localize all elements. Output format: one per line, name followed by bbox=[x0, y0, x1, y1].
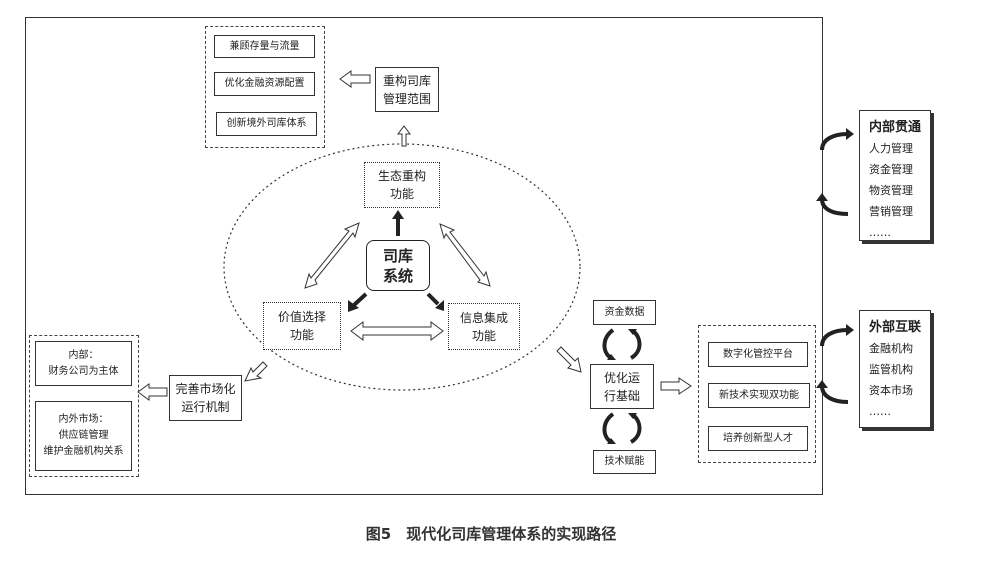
double-arrow-right-diagonal bbox=[439, 223, 491, 287]
market-internal-box: 内部： 财务公司为主体 bbox=[35, 341, 132, 386]
internal-panel-item: 人力管理 bbox=[869, 142, 913, 155]
market-box: 完善市场化 运行机制 bbox=[169, 375, 242, 421]
restructure-items-group bbox=[205, 26, 325, 148]
function-info-line1: 信息集成 bbox=[459, 310, 508, 325]
foundation-center-box: 优化运 行基础 bbox=[590, 364, 654, 409]
foundation-item-1: 数字化管控平台 bbox=[708, 342, 808, 367]
internal-panel-item: 物资管理 bbox=[869, 184, 913, 197]
function-value-line2: 功能 bbox=[289, 328, 314, 342]
hollow-arrow-market-left bbox=[137, 383, 168, 401]
core-system-box: 司库 系统 bbox=[366, 240, 430, 291]
cycle-arrows-bottom bbox=[602, 412, 642, 444]
foundation-center-line1: 优化运 bbox=[603, 370, 640, 385]
market-internal-line1: 内部： bbox=[68, 349, 99, 361]
foundation-center-line2: 行基础 bbox=[603, 388, 640, 403]
function-eco-line2: 功能 bbox=[389, 187, 414, 201]
system-ellipse bbox=[223, 143, 581, 391]
external-panel-item: 资本市场 bbox=[869, 384, 913, 397]
internal-panel-item: 营销管理 bbox=[869, 205, 913, 218]
external-panel: 外部互联 金融机构 监管机构 资本市场 …… bbox=[859, 310, 931, 428]
function-info-box: 信息集成 功能 bbox=[448, 303, 520, 350]
hollow-arrow-up bbox=[397, 125, 411, 147]
hollow-arrow-foundation-right bbox=[660, 377, 692, 395]
function-eco-line1: 生态重构 bbox=[377, 169, 426, 183]
restructure-box-line2: 管理范围 bbox=[382, 91, 431, 106]
external-panel-item: …… bbox=[869, 405, 891, 418]
restructure-item-2: 优化金融资源配置 bbox=[214, 72, 315, 96]
double-arrow-horizontal bbox=[350, 321, 444, 341]
solid-arrow-up bbox=[392, 210, 404, 236]
double-arrow-left-diagonal bbox=[304, 222, 360, 289]
market-external-line2: 供应链管理 bbox=[58, 430, 109, 441]
restructure-box: 重构司库 管理范围 bbox=[375, 67, 439, 112]
figure-caption: 图5 现代化司库管理体系的实现路径 bbox=[365, 525, 617, 543]
market-internal-line2: 财务公司为主体 bbox=[48, 365, 119, 377]
external-panel-item: 监管机构 bbox=[869, 363, 913, 376]
cycle-arrows-external bbox=[820, 328, 849, 404]
cycle-arrows-internal bbox=[820, 132, 849, 216]
market-external-line1: 内外市场： bbox=[58, 414, 109, 425]
external-panel-title: 外部互联 bbox=[869, 320, 922, 335]
market-box-line2: 运行机制 bbox=[181, 400, 230, 414]
internal-panel: 内部贯通 人力管理 资金管理 物资管理 营销管理 …… bbox=[859, 110, 931, 241]
diagram-frame bbox=[25, 17, 823, 495]
internal-panel-item: …… bbox=[869, 226, 891, 239]
function-info-line2: 功能 bbox=[471, 328, 496, 343]
foundation-funds-box: 资金数据 bbox=[593, 300, 656, 325]
foundation-item-2: 新技术实现双功能 bbox=[708, 383, 810, 408]
foundation-tech-box: 技术赋能 bbox=[593, 450, 656, 474]
solid-arrow-down-left bbox=[348, 292, 368, 312]
market-external-line3: 维护金融机构关系 bbox=[43, 446, 124, 457]
core-line2: 系统 bbox=[382, 266, 413, 285]
restructure-item-1: 兼顾存量与流量 bbox=[214, 35, 315, 58]
function-value-line1: 价值选择 bbox=[277, 310, 326, 324]
external-panel-item: 金融机构 bbox=[869, 342, 913, 355]
market-external-box: 内外市场： 供应链管理 维护金融机构关系 bbox=[35, 401, 132, 471]
restructure-item-3: 创新境外司库体系 bbox=[216, 112, 317, 136]
hollow-arrow-left-top bbox=[339, 70, 371, 88]
function-eco-box: 生态重构 功能 bbox=[364, 162, 440, 208]
core-line1: 司库 bbox=[382, 246, 413, 265]
hollow-arrow-to-market bbox=[244, 361, 268, 382]
solid-arrow-down-right bbox=[426, 292, 444, 311]
market-box-line1: 完善市场化 bbox=[175, 382, 236, 396]
cycle-arrows-top bbox=[602, 328, 642, 360]
internal-panel-title: 内部贯通 bbox=[869, 120, 922, 135]
function-value-box: 价值选择 功能 bbox=[263, 302, 341, 350]
hollow-arrow-to-foundation bbox=[556, 346, 582, 373]
restructure-box-line1: 重构司库 bbox=[382, 73, 431, 88]
foundation-items-group bbox=[698, 325, 816, 463]
foundation-item-3: 培养创新型人才 bbox=[708, 426, 808, 451]
market-items-group bbox=[29, 335, 139, 477]
internal-panel-item: 资金管理 bbox=[869, 163, 913, 176]
